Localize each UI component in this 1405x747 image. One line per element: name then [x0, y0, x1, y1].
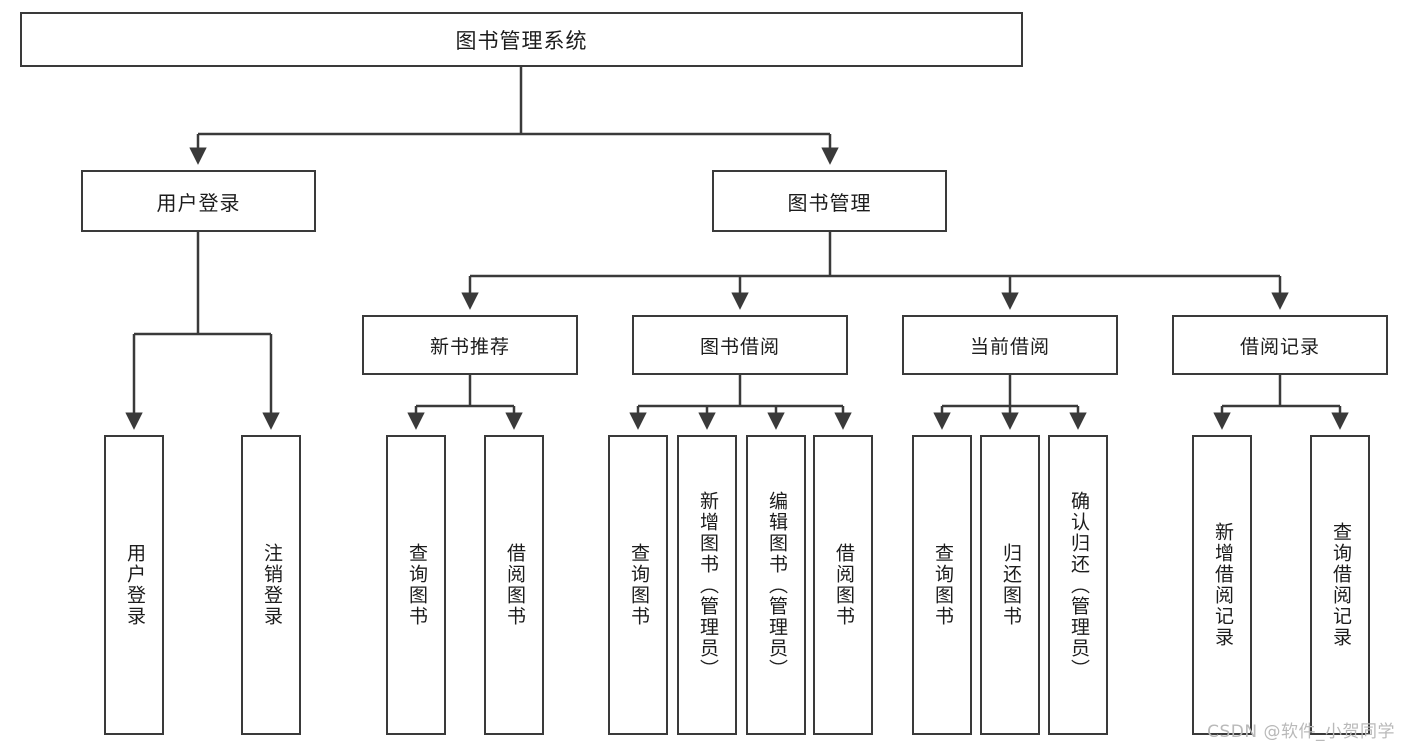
node-leaf-edit-book[interactable]: 编辑图书（管理员）: [746, 435, 806, 735]
node-leaf-query-record-label: 查询借阅记录: [1329, 522, 1352, 648]
node-leaf-return-book-label: 归还图书: [999, 543, 1022, 627]
node-book-manage-label: 图书管理: [787, 190, 872, 215]
node-borrow-record-label: 借阅记录: [1239, 335, 1320, 358]
node-book-borrow-label: 图书借阅: [699, 335, 780, 358]
node-leaf-query-book-2-label: 查询图书: [627, 543, 650, 627]
node-leaf-add-book[interactable]: 新增图书（管理员）: [677, 435, 737, 735]
node-leaf-borrow-book-2[interactable]: 借阅图书: [813, 435, 873, 735]
node-user-login-label: 用户登录: [156, 190, 241, 215]
node-book-borrow[interactable]: 图书借阅: [632, 315, 848, 375]
node-leaf-add-record-label: 新增借阅记录: [1211, 522, 1234, 648]
node-leaf-confirm-return[interactable]: 确认归还（管理员）: [1048, 435, 1108, 735]
csdn-watermark: CSDN @软件_小贺同学: [1207, 722, 1395, 742]
node-leaf-confirm-return-label: 确认归还（管理员）: [1067, 490, 1090, 680]
node-borrow-record[interactable]: 借阅记录: [1172, 315, 1388, 375]
node-current-borrow[interactable]: 当前借阅: [902, 315, 1118, 375]
node-leaf-edit-book-label: 编辑图书（管理员）: [765, 490, 788, 680]
node-leaf-query-record[interactable]: 查询借阅记录: [1310, 435, 1370, 735]
node-new-book-recommend[interactable]: 新书推荐: [362, 315, 578, 375]
node-user-login[interactable]: 用户登录: [81, 170, 316, 232]
node-root-system[interactable]: 图书管理系统: [20, 12, 1023, 67]
node-leaf-borrow-book-2-label: 借阅图书: [832, 543, 855, 627]
node-leaf-borrow-book-1[interactable]: 借阅图书: [484, 435, 544, 735]
node-leaf-borrow-book-1-label: 借阅图书: [503, 543, 526, 627]
node-current-borrow-label: 当前借阅: [969, 335, 1050, 358]
node-leaf-add-book-label: 新增图书（管理员）: [696, 490, 719, 680]
node-root-label: 图书管理系统: [455, 28, 588, 53]
node-leaf-query-book-3[interactable]: 查询图书: [912, 435, 972, 735]
node-leaf-return-book[interactable]: 归还图书: [980, 435, 1040, 735]
node-leaf-user-logout-label: 注销登录: [260, 543, 283, 627]
node-new-book-recommend-label: 新书推荐: [429, 335, 510, 358]
node-book-manage[interactable]: 图书管理: [712, 170, 947, 232]
node-leaf-query-book-1[interactable]: 查询图书: [386, 435, 446, 735]
node-leaf-user-login-label: 用户登录: [123, 543, 146, 627]
node-leaf-query-book-3-label: 查询图书: [931, 543, 954, 627]
node-leaf-user-login[interactable]: 用户登录: [104, 435, 164, 735]
node-leaf-user-logout[interactable]: 注销登录: [241, 435, 301, 735]
node-leaf-query-book-1-label: 查询图书: [405, 543, 428, 627]
node-leaf-add-record[interactable]: 新增借阅记录: [1192, 435, 1252, 735]
node-leaf-query-book-2[interactable]: 查询图书: [608, 435, 668, 735]
